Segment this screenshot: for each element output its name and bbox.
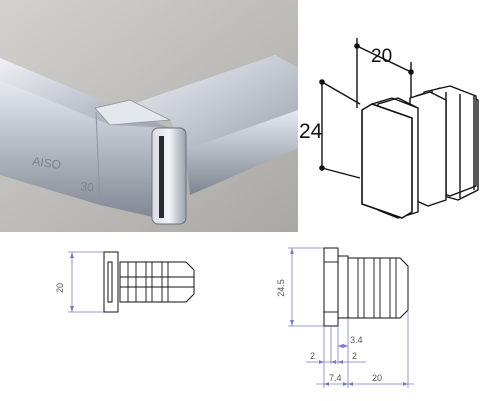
joint-plate xyxy=(94,99,172,126)
dim-2-left-label: 2 xyxy=(310,351,315,361)
isometric-drawing: 20 24 xyxy=(299,38,479,219)
frame-rail-right-side xyxy=(185,110,298,195)
dim-20-label: 20 xyxy=(372,373,382,383)
dim-2-right-label: 2 xyxy=(352,351,357,361)
frame-rail-right xyxy=(130,55,298,150)
side-height-label: 24.5 xyxy=(276,279,286,297)
iso-width-label: 20 xyxy=(371,46,392,67)
photo-stamp-right: 30 xyxy=(80,179,95,195)
frame-rail-front-side xyxy=(0,80,175,222)
front-height-label: 20 xyxy=(55,283,65,293)
product-photo: AISO 30 xyxy=(0,0,298,232)
iso-height-label: 24 xyxy=(299,120,323,143)
frame-rail-front-top xyxy=(0,58,170,128)
end-cap-slot xyxy=(159,136,164,218)
dim-7-4-label: 7.4 xyxy=(329,373,342,383)
dim-3-4-label: 3.4 xyxy=(350,335,363,345)
photo-stamp-left: AISO xyxy=(32,154,62,172)
